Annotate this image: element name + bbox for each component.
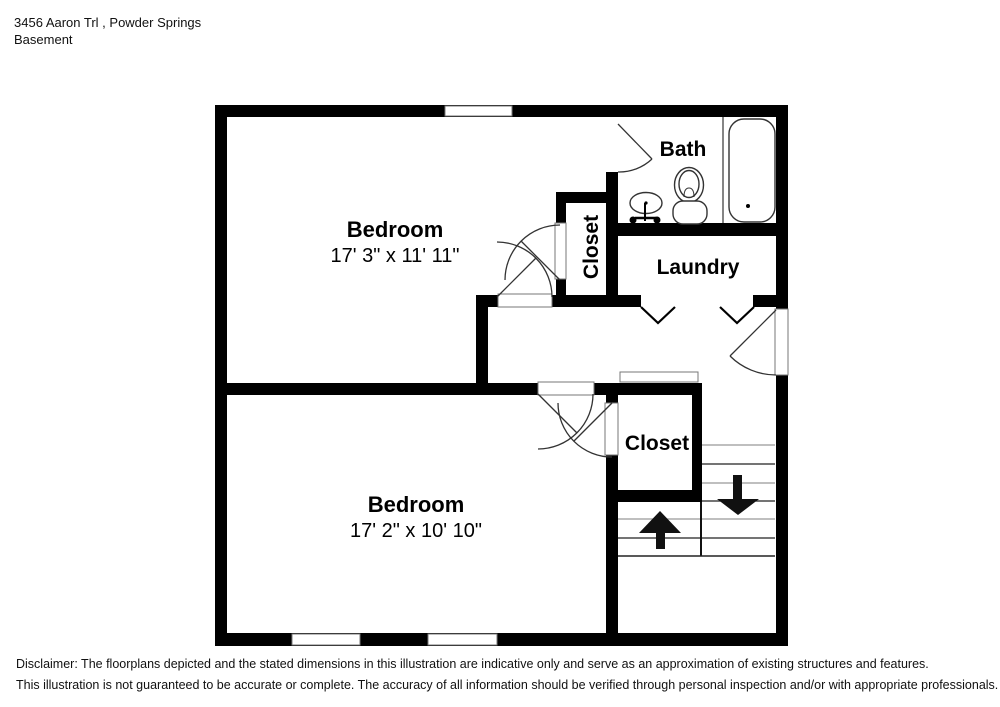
- wall-hall-left: [476, 295, 488, 395]
- wall-closet1-left-b: [556, 279, 566, 307]
- laundry-opening-left: [640, 306, 676, 325]
- wall-divider-a: [215, 383, 538, 395]
- bedroom1-door-leaf: [496, 257, 537, 298]
- bedroom-upper-label: Bedroom: [347, 217, 444, 242]
- stairs-up-arrow-icon: [639, 511, 681, 549]
- closet2-door-leaf: [573, 402, 613, 442]
- bathtub-icon: [728, 118, 776, 223]
- window-top: [444, 105, 513, 117]
- door-panels: [497, 222, 789, 456]
- closet2-top-slot: [619, 371, 699, 383]
- wall-closet1-top: [556, 192, 618, 203]
- bath-fixtures: [629, 117, 776, 225]
- bedroom1-door-panel: [497, 293, 553, 308]
- closet1-door-panel: [554, 222, 567, 280]
- entry-door-arc: [729, 355, 777, 376]
- bath-door-leaf: [617, 123, 653, 160]
- sink-icon: [629, 191, 663, 224]
- wall-closet2-right: [692, 383, 702, 502]
- bath-door-opening: [605, 117, 619, 172]
- bedroom2-door-panel: [537, 381, 595, 396]
- interior-walls: [215, 117, 776, 633]
- disclaimer-line-1: Disclaimer: The floorplans depicted and …: [16, 657, 929, 671]
- disclaimer-line-2: This illustration is not guaranteed to b…: [16, 677, 999, 692]
- wall-central-lower: [606, 455, 618, 633]
- wall-band-b: [552, 295, 618, 307]
- window-bottom-2: [427, 633, 498, 646]
- wall-divider-b: [594, 383, 618, 395]
- wall-band-d: [753, 295, 776, 307]
- closet-lower-label: Closet: [625, 432, 689, 455]
- stair-arrows: [639, 475, 759, 549]
- stairs-down-arrow-icon: [717, 475, 759, 515]
- floor-label: Basement: [14, 32, 73, 47]
- closet1-door-leaf: [520, 240, 561, 281]
- closet2-door-panel: [604, 402, 619, 456]
- wall-left: [215, 105, 227, 646]
- windows: [291, 105, 699, 646]
- bedroom-lower-dimensions: 17' 2" x 10' 10": [350, 520, 482, 542]
- room-labels: Bedroom 17' 3" x 11' 11" Bedroom 17' 2" …: [331, 138, 740, 542]
- wall-bath-bottom: [606, 223, 776, 236]
- disclaimer: Disclaimer: The floorplans depicted and …: [16, 654, 998, 695]
- wall-closet1-left-a: [556, 192, 566, 223]
- address-line: 3456 Aaron Trl , Powder Springs: [14, 15, 202, 30]
- bath-label: Bath: [660, 138, 707, 161]
- opening-markers: [640, 306, 755, 325]
- entry-door-panel: [774, 308, 789, 376]
- closet2-door-arc: [557, 402, 613, 458]
- window-bottom-1: [291, 633, 361, 646]
- wall-band-c: [618, 295, 641, 307]
- laundry-label: Laundry: [657, 256, 740, 279]
- bedroom-upper-dimensions: 17' 3" x 11' 11": [331, 245, 460, 267]
- wall-closet2-top: [618, 383, 702, 395]
- bath-door-arc: [617, 158, 653, 173]
- bedroom-lower-label: Bedroom: [368, 492, 465, 517]
- door-swings: [496, 123, 777, 458]
- closet-upper-label: Closet: [580, 215, 603, 279]
- toilet-icon: [672, 166, 708, 225]
- bedroom2-door-leaf: [537, 393, 578, 434]
- laundry-opening-right: [719, 306, 755, 325]
- wall-closet2-bottom: [612, 490, 702, 502]
- header: 3456 Aaron Trl , Powder Springs Basement: [14, 14, 201, 48]
- entry-door-leaf: [729, 309, 777, 357]
